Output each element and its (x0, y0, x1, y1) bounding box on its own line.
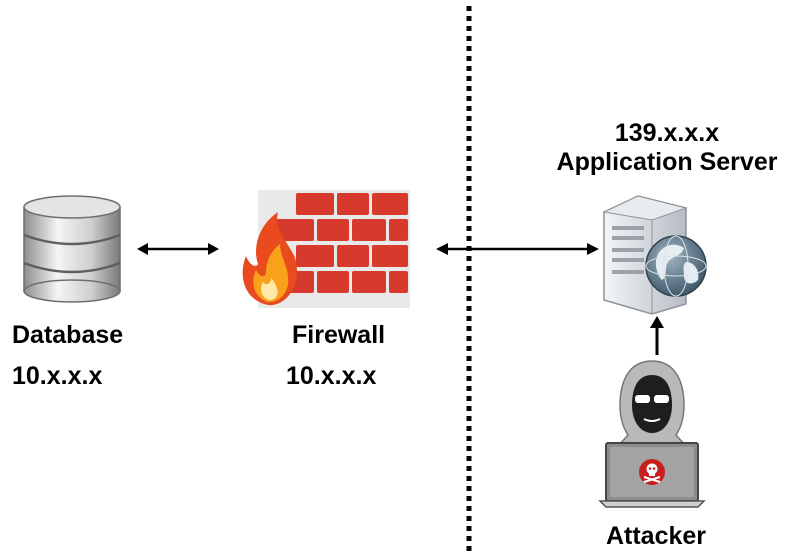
firewall-icon (242, 190, 410, 308)
app-server-ip: 139.x.x.x (614, 119, 720, 147)
hacker-laptop-icon (598, 360, 706, 508)
attacker-label: Attacker (605, 522, 707, 550)
database-ip: 10.x.x.x (12, 362, 103, 390)
firewall-label: Firewall (292, 321, 386, 349)
database-icon (23, 195, 121, 303)
firewall-ip: 10.x.x.x (286, 362, 377, 390)
database-label: Database (12, 321, 124, 349)
server-globe-icon (602, 195, 707, 315)
app-server-label: Application Server (556, 148, 778, 176)
